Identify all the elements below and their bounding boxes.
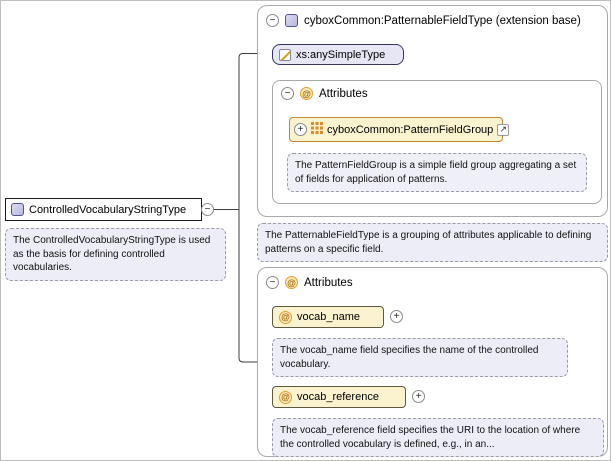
attribute-vocab-reference-doc: The vocab_reference field specifies the …: [272, 418, 604, 457]
extension-base-label: cyboxCommon:PatternableFieldType (extens…: [304, 14, 581, 27]
collapse-toggle-icon[interactable]: −: [281, 87, 294, 100]
main-type-doc: The ControlledVocabularyStringType is us…: [5, 228, 226, 281]
attribute-vocab-name-label: vocab_name: [297, 311, 360, 323]
complex-type-icon: [285, 14, 298, 27]
collapse-toggle-icon[interactable]: −: [266, 14, 279, 27]
attributes-section-label: Attributes: [304, 276, 353, 289]
attribute-vocab-reference-label: vocab_reference: [297, 391, 379, 403]
expand-toggle-icon[interactable]: +: [390, 310, 403, 323]
attribute-vocab-reference-box[interactable]: @ vocab_reference: [272, 386, 406, 408]
pattern-field-group-box[interactable]: + cyboxCommon:PatternFieldGroup ↗: [289, 117, 510, 142]
base-simple-type-box[interactable]: xs:anySimpleType: [272, 44, 404, 65]
local-attributes-header: − @ Attributes: [266, 276, 353, 289]
attribute-icon: @: [285, 276, 298, 289]
attribute-icon: @: [300, 87, 313, 100]
simple-type-icon: [279, 48, 291, 61]
attribute-vocab-name-doc: The vocab_name field specifies the name …: [272, 338, 568, 377]
attributes-section-label: Attributes: [319, 87, 368, 100]
collapse-toggle-icon[interactable]: −: [201, 203, 214, 216]
pattern-field-group-doc: The PatternFieldGroup is a simple field …: [287, 153, 587, 192]
expand-toggle-icon[interactable]: +: [412, 390, 425, 403]
attribute-vocab-name-box[interactable]: @ vocab_name: [272, 306, 384, 328]
extension-base-container: − cyboxCommon:PatternableFieldType (exte…: [257, 5, 608, 217]
attribute-group-icon: [311, 121, 323, 139]
collapse-toggle-icon[interactable]: −: [266, 276, 279, 289]
attribute-icon: @: [279, 310, 292, 324]
main-type-label: ControlledVocabularyStringType: [29, 203, 187, 216]
extension-attributes-section: − @ Attributes + cyboxCommon:PatternFiel…: [272, 80, 602, 204]
complex-type-icon: [11, 203, 24, 216]
expand-toggle-icon[interactable]: +: [294, 123, 307, 136]
extension-base-header: − cyboxCommon:PatternableFieldType (exte…: [266, 14, 581, 27]
attribute-icon: @: [279, 390, 292, 404]
main-type-box[interactable]: ControlledVocabularyStringType: [5, 198, 202, 221]
extension-attributes-header: − @ Attributes: [281, 87, 368, 100]
goto-definition-icon[interactable]: ↗: [497, 123, 510, 136]
extension-base-doc: The PatternableFieldType is a grouping o…: [257, 223, 608, 262]
local-attributes-container: − @ Attributes @ vocab_name + The vocab_…: [257, 267, 608, 457]
pattern-field-group-label: cyboxCommon:PatternFieldGroup: [327, 123, 494, 136]
base-simple-type-label: xs:anySimpleType: [296, 48, 386, 61]
